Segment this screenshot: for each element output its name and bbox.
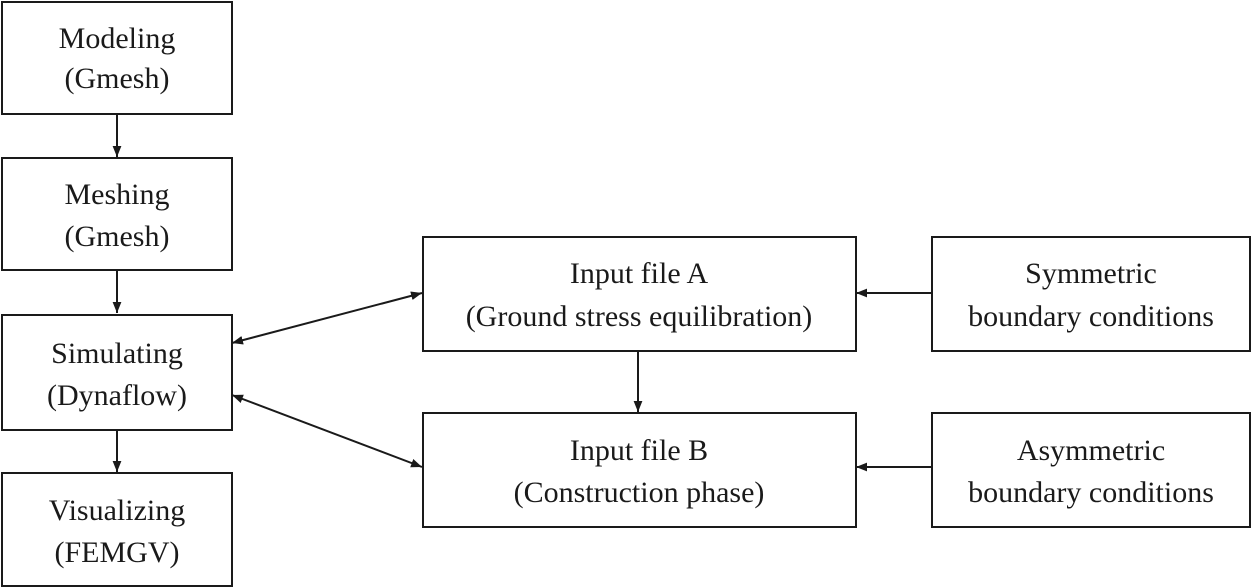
node-simulating-line1: Simulating (51, 337, 183, 370)
node-input-file-a: Input file A (Ground stress equilibratio… (422, 236, 857, 352)
node-asymmetric-bc-line2: boundary conditions (968, 476, 1214, 509)
node-modeling-line1: Modeling (59, 22, 176, 55)
node-modeling-line2: (Gmesh) (65, 62, 170, 95)
node-visualizing-line1: Visualizing (49, 494, 186, 527)
node-simulating: Simulating (Dynaflow) (1, 314, 233, 431)
node-meshing-line2: (Gmesh) (65, 220, 170, 253)
node-input-file-b-line2: (Construction phase) (514, 476, 765, 509)
node-meshing-line1: Meshing (65, 178, 170, 211)
node-meshing: Meshing (Gmesh) (1, 157, 233, 271)
node-visualizing-line2: (FEMGV) (55, 536, 180, 569)
node-symmetric-bc-line1: Symmetric (1025, 257, 1157, 290)
edge-simulating-input-a (231, 291, 423, 345)
node-input-file-a-line1: Input file A (570, 257, 709, 290)
node-asymmetric-bc-line1: Asymmetric (1017, 434, 1165, 467)
node-input-file-b: Input file B (Construction phase) (422, 412, 857, 528)
node-input-file-b-line1: Input file B (570, 434, 708, 467)
node-modeling: Modeling (Gmesh) (1, 1, 233, 115)
edges (112, 114, 932, 472)
node-symmetric-bc-line2: boundary conditions (968, 300, 1214, 333)
edge-simulating-input-b (231, 394, 423, 468)
node-simulating-line2: (Dynaflow) (47, 379, 187, 412)
node-input-file-a-line2: (Ground stress equilibration) (466, 300, 813, 333)
node-visualizing: Visualizing (FEMGV) (1, 472, 233, 587)
node-asymmetric-bc: Asymmetric boundary conditions (931, 412, 1251, 528)
node-symmetric-bc: Symmetric boundary conditions (931, 236, 1251, 352)
